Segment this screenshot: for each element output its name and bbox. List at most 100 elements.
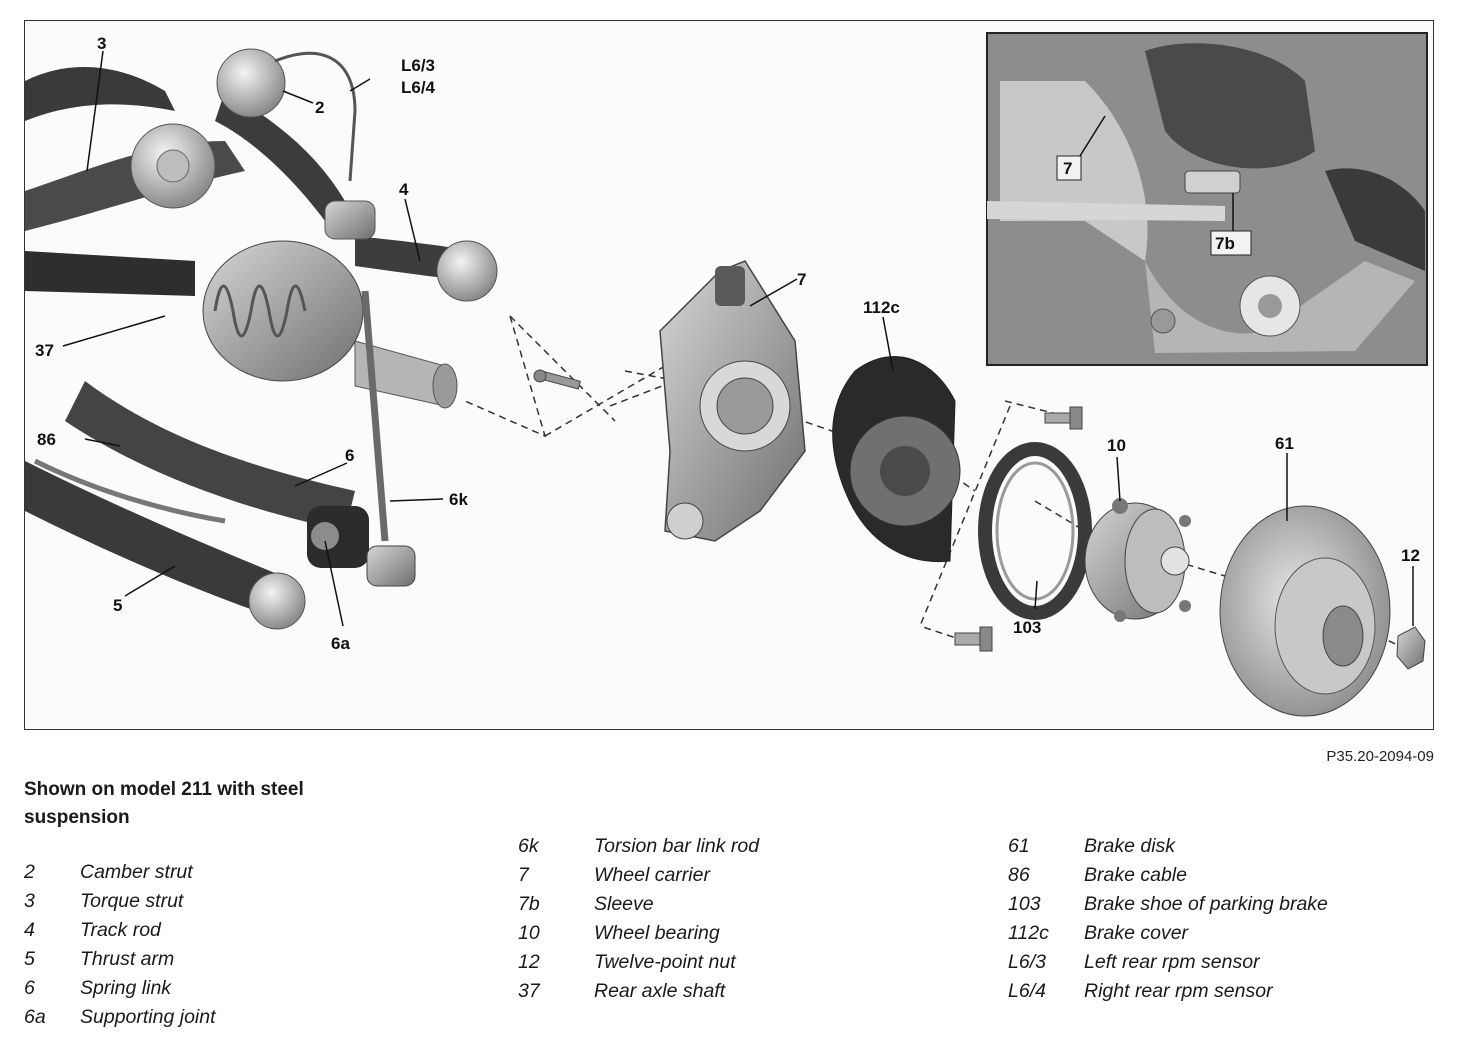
legend-item: 103 Brake shoe of parking brake — [1008, 890, 1328, 919]
legend-item-label: Rear axle shaft — [594, 980, 726, 1002]
legend-item-number: 2 — [24, 861, 35, 883]
legend-item: L6/4 Right rear rpm sensor — [1008, 977, 1328, 1006]
legend-item: 5 Thrust arm — [24, 945, 216, 974]
legend-item-label: Sleeve — [594, 893, 654, 915]
legend-item-label: Right rear rpm sensor — [1084, 980, 1273, 1002]
callout-12: 12 — [1401, 546, 1420, 565]
legend-item: 6a Supporting joint — [24, 1003, 216, 1032]
callout-4: 4 — [399, 180, 409, 199]
brake-cable — [33, 458, 226, 524]
torsion-bar-link-end — [366, 545, 416, 587]
legend-item: 10 Wheel bearing — [518, 919, 759, 948]
legend-item: 7b Sleeve — [518, 890, 759, 919]
camber-strut-ball — [216, 48, 286, 118]
legend-item: 112c Brake cover — [1008, 919, 1328, 948]
callout-86: 86 — [37, 430, 56, 449]
legend-item: 3 Torque strut — [24, 887, 216, 916]
legend-item-number: L6/3 — [1008, 951, 1046, 973]
brake-cover-bolt-upper — [1044, 406, 1083, 430]
track-rod-bushing — [436, 240, 498, 302]
legend-item-label: Supporting joint — [80, 1006, 216, 1028]
legend-item-label: Brake shoe of parking brake — [1084, 893, 1328, 915]
legend-item-number: 112c — [1008, 922, 1049, 944]
brake-cover — [832, 356, 961, 563]
callout-5: 5 — [113, 596, 122, 615]
legend-item-number: 12 — [518, 951, 540, 973]
brake-disk — [1219, 505, 1391, 717]
legend-item: 12 Twelve-point nut — [518, 948, 759, 977]
wheel-carrier — [659, 260, 806, 542]
brake-cover-bolt-lower — [954, 626, 993, 652]
callout-2: 2 — [315, 98, 324, 117]
exploded-view-figure: 3 2 L6/3 L6/4 4 37 86 6 6k 5 6a 7 112c 1… — [24, 20, 1434, 730]
legend-item-label: Brake cover — [1084, 922, 1189, 944]
legend-item-label: Wheel carrier — [594, 864, 710, 886]
reference-code: P35.20-2094-09 — [1326, 748, 1434, 765]
sensor-wire — [274, 51, 357, 182]
figure-caption: Shown on model 211 with steel suspension — [24, 779, 304, 828]
legend-item-number: 61 — [1008, 835, 1030, 857]
brake-shoe — [978, 442, 1092, 620]
legend-item-label: Twelve-point nut — [594, 951, 736, 973]
spring-link — [65, 381, 355, 531]
thrust-arm — [25, 461, 295, 621]
legend-item-label: Wheel bearing — [594, 922, 720, 944]
callout-37: 37 — [35, 341, 54, 360]
legend-item: 61 Brake disk — [1008, 832, 1328, 861]
thrust-arm-bushing — [248, 572, 306, 630]
legend-item-number: 6 — [24, 977, 35, 999]
legend-item-label: Torque strut — [80, 890, 184, 912]
legend-item-number: 5 — [24, 948, 35, 970]
mounting-bolt — [533, 369, 581, 390]
callout-61: 61 — [1275, 434, 1294, 453]
callout-112c: 112c — [863, 298, 900, 317]
legend-item-number: 6a — [24, 1006, 46, 1028]
inset-callout-7: 7 — [1063, 159, 1072, 178]
callout-6a: 6a — [331, 634, 350, 653]
callout-6k: 6k — [449, 490, 468, 509]
callout-10: 10 — [1107, 436, 1126, 455]
sensor-plug — [324, 200, 376, 240]
legend-item-label: Torsion bar link rod — [594, 835, 760, 857]
legend-item-label: Track rod — [80, 919, 161, 941]
leader-lines — [62, 50, 1414, 627]
callout-L6-4: L6/4 — [401, 78, 436, 97]
legend-item-number: 3 — [24, 890, 35, 912]
cv-boot — [202, 240, 364, 382]
torsion-bar-link-rod — [361, 290, 389, 542]
legend-item-label: Brake disk — [1084, 835, 1176, 857]
legend-item-number: 7 — [518, 864, 529, 886]
twelve-point-nut — [1396, 626, 1426, 670]
legend-item: 37 Rear axle shaft — [518, 977, 759, 1006]
upper-frame-arm — [25, 67, 175, 121]
wheel-bearing — [1084, 498, 1191, 622]
camber-strut — [215, 91, 345, 221]
legend-item: 6 Spring link — [24, 974, 216, 1003]
inset-detail-photo — [986, 32, 1428, 366]
legend-item-label: Brake cable — [1084, 864, 1187, 886]
callout-3: 3 — [97, 34, 106, 53]
legend-item-number: 10 — [518, 922, 540, 944]
callout-6: 6 — [345, 446, 354, 465]
legend-item-label: Spring link — [80, 977, 172, 999]
legend-item-number: 4 — [24, 919, 35, 941]
legend-item: 7 Wheel carrier — [518, 861, 759, 890]
axle-shaft — [25, 251, 195, 296]
legend-item-number: 6k — [518, 835, 539, 857]
legend-item-number: L6/4 — [1008, 980, 1046, 1002]
legend-item-label: Thrust arm — [80, 948, 175, 970]
legend-item: 6k Torsion bar link rod — [518, 832, 759, 861]
legend-item: 4 Track rod — [24, 916, 216, 945]
legend-item-number: 103 — [1008, 893, 1041, 915]
callout-L6-3: L6/3 — [401, 56, 435, 75]
legend-item-number: 37 — [518, 980, 540, 1002]
figure-drawing: 3 2 L6/3 L6/4 4 37 86 6 6k 5 6a 7 112c 1… — [25, 32, 1428, 717]
callout-103: 103 — [1013, 618, 1041, 637]
legend-item-number: 7b — [518, 893, 540, 915]
callout-7: 7 — [797, 270, 806, 289]
